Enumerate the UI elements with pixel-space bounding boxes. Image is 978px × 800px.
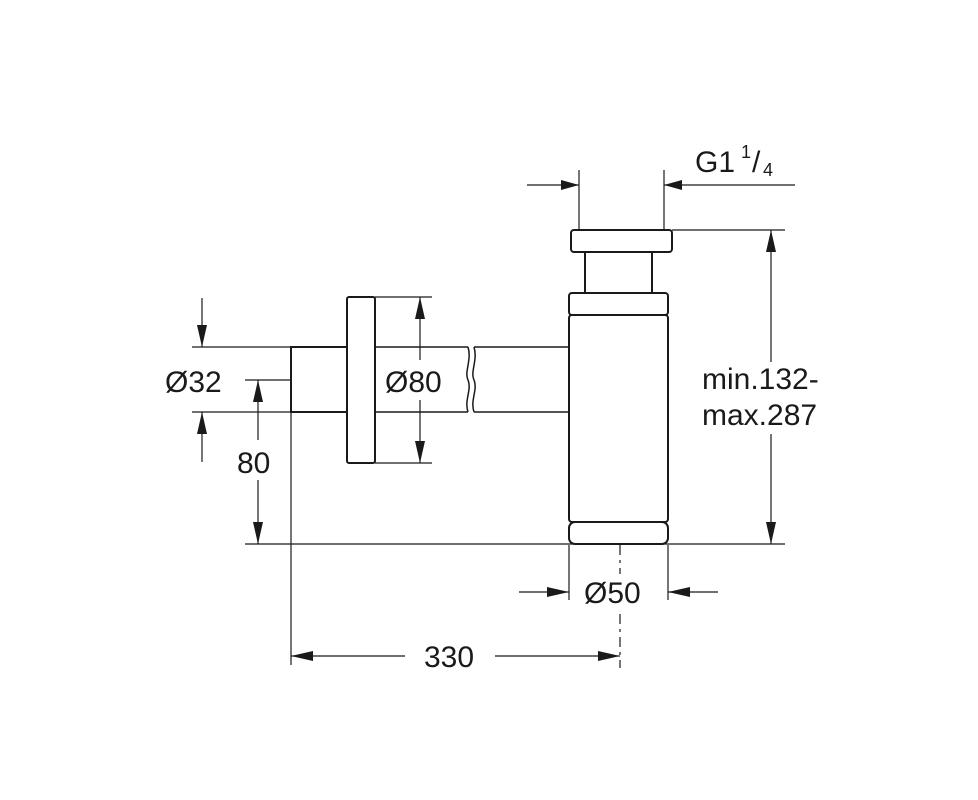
dim-pipe-height: 80 (237, 380, 270, 544)
height-min-label: min.132- (702, 363, 819, 396)
trap-body (568, 229, 673, 545)
dim-height: min.132- max.287 (700, 230, 840, 544)
total-length-label: 330 (424, 641, 474, 674)
extension-lines (192, 170, 785, 668)
pipe-break-right (472, 346, 476, 413)
dim-body-diameter: Ø50 (519, 574, 718, 612)
dim-pipe-diameter: Ø32 (165, 298, 222, 462)
trap-neck (584, 251, 653, 294)
dim-thread: G1 1 / 4 (527, 142, 795, 190)
rosette (346, 296, 376, 464)
height-max-label: max.287 (702, 399, 817, 432)
pipe-left-segment (290, 346, 348, 413)
trap-bottom-cap (568, 521, 669, 545)
dim-total-length: 330 (291, 641, 620, 674)
thread-denominator-label: 4 (763, 160, 773, 180)
pipe-diameter-label: Ø32 (165, 366, 222, 399)
rosette-diameter-label: Ø80 (385, 366, 442, 399)
trap-top-nut (570, 229, 673, 253)
pipe-break-left (466, 346, 470, 413)
trap-main-body (568, 314, 669, 523)
wall-rosette (346, 296, 376, 464)
pipe-height-label: 80 (237, 447, 270, 480)
trap-upper-ring (568, 292, 669, 316)
body-diameter-label: Ø50 (584, 577, 641, 610)
thread-prefix-label: G1 (695, 146, 735, 179)
dim-rosette-diameter: Ø80 (383, 297, 453, 463)
thread-slash-label: / (752, 146, 761, 179)
thread-numerator-label: 1 (741, 142, 751, 162)
